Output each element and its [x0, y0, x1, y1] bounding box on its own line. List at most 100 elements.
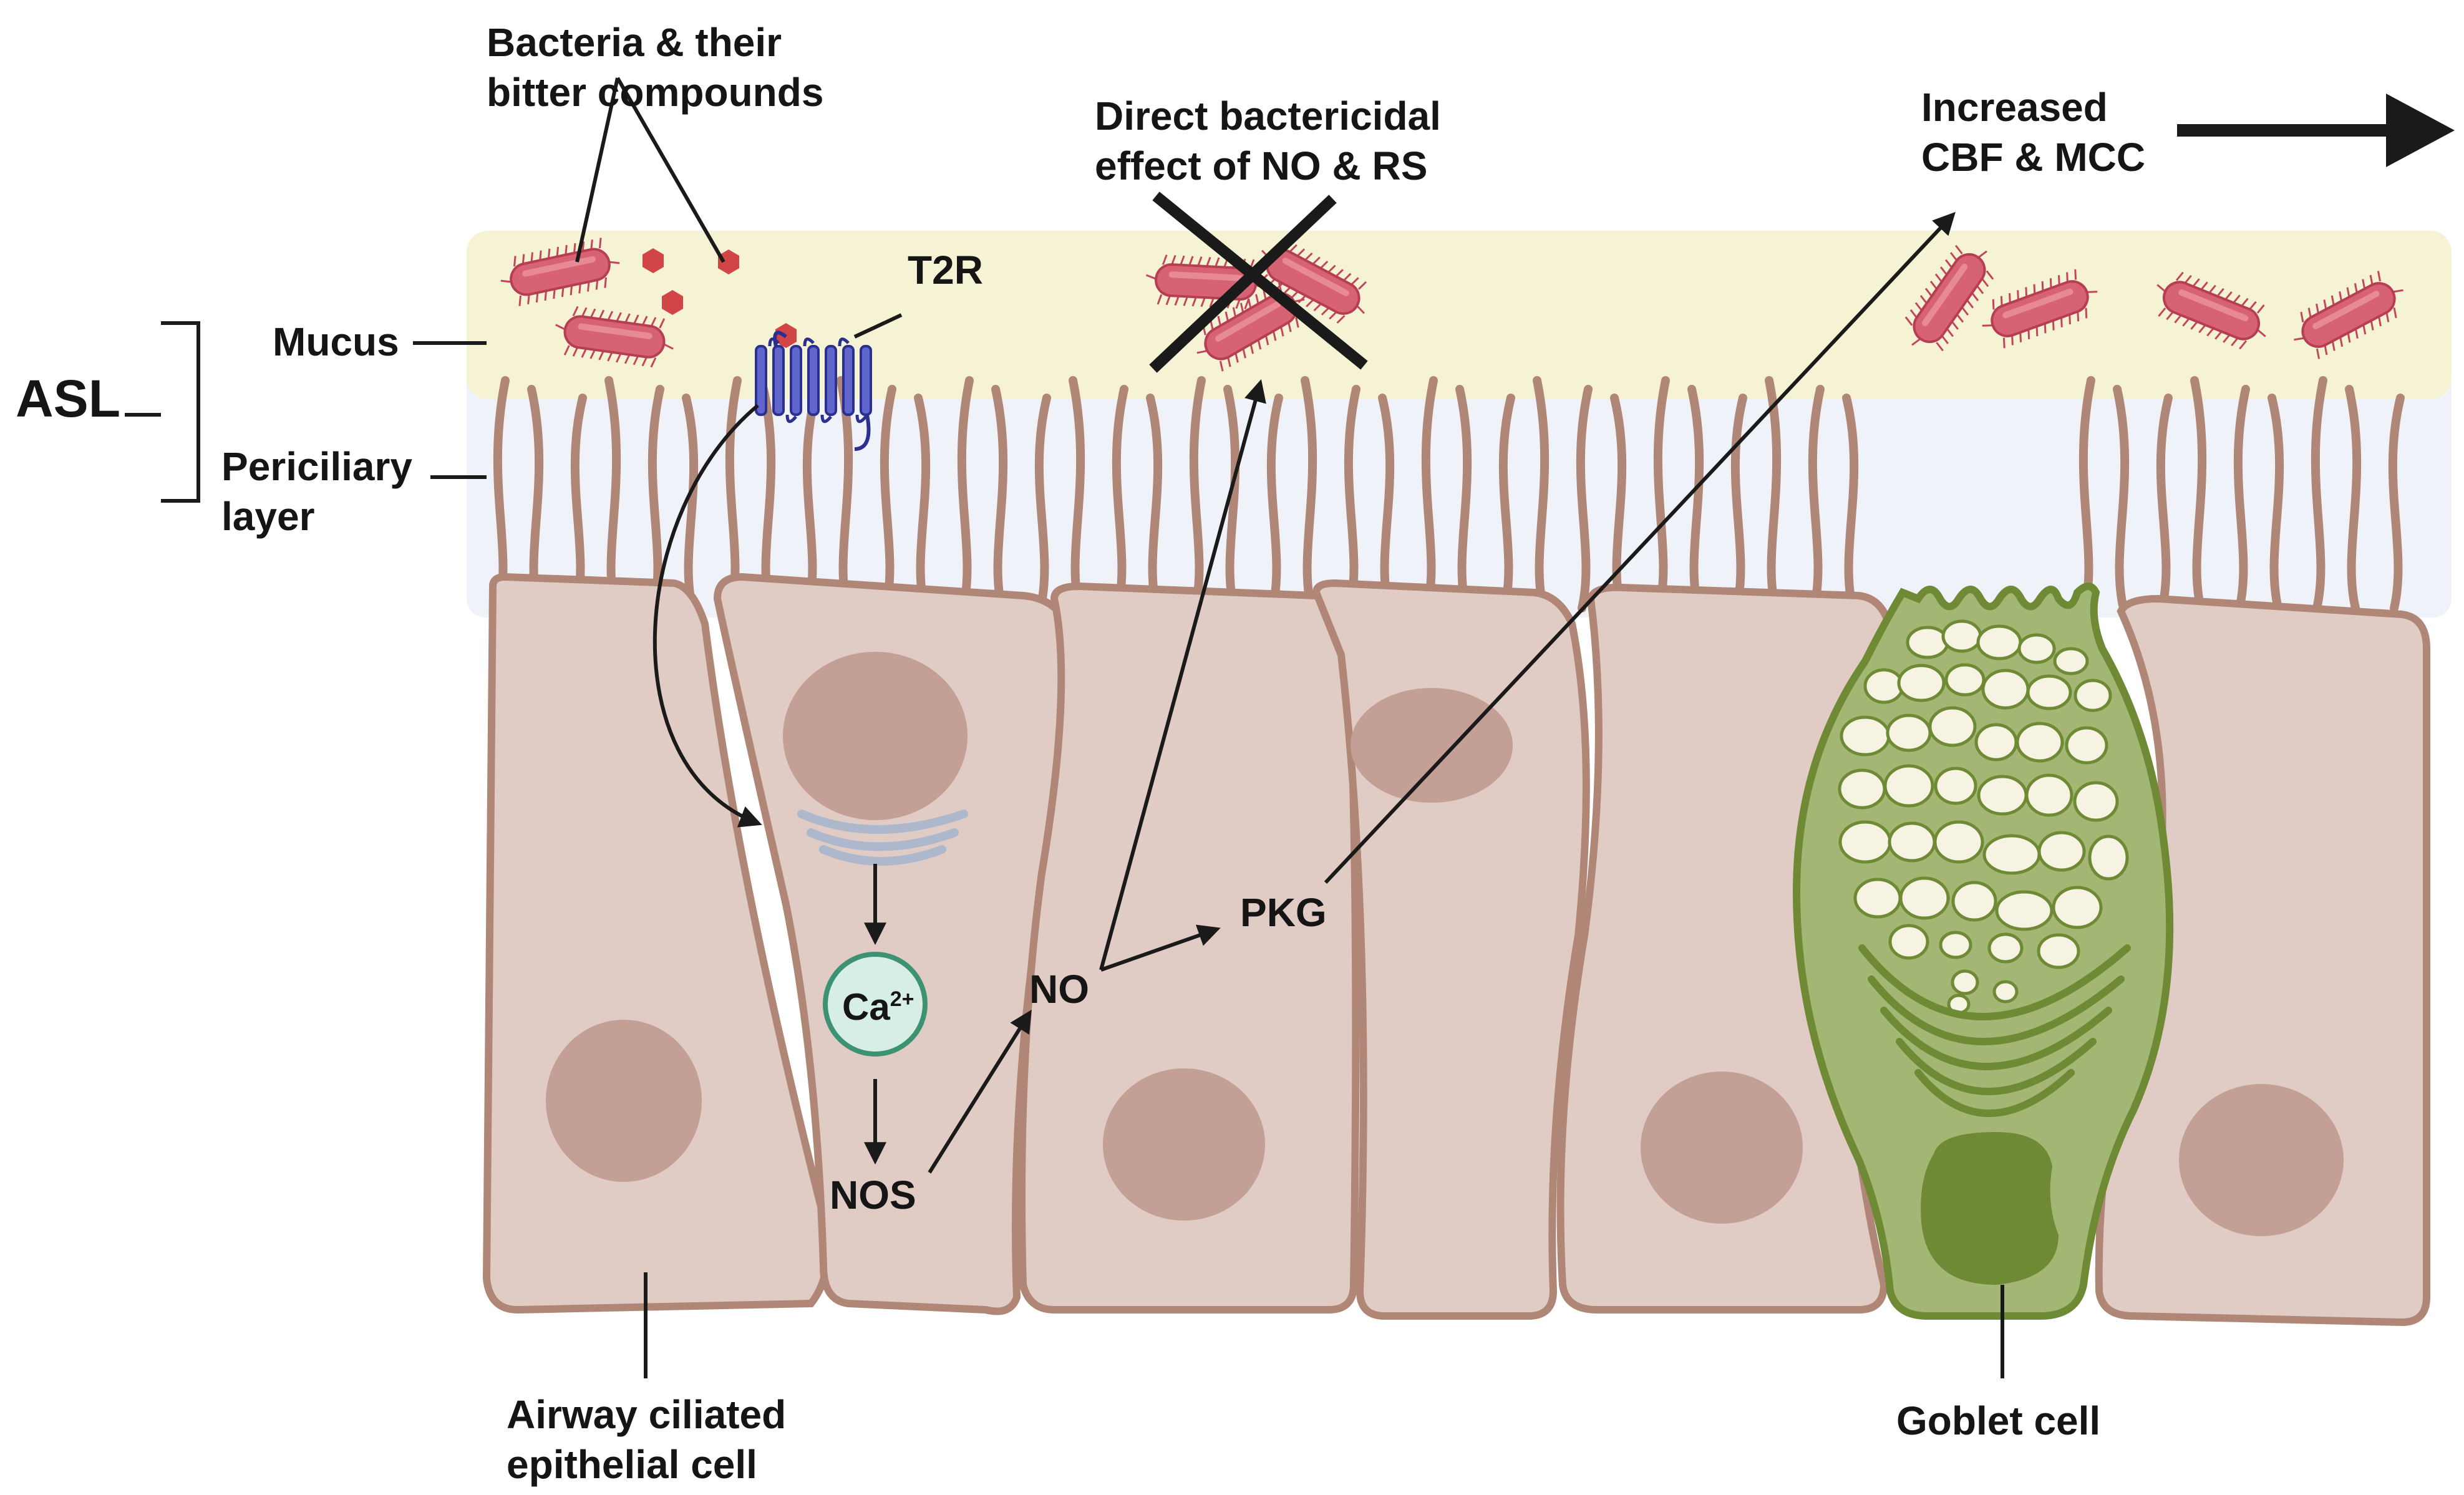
mucin-granule	[1838, 820, 1892, 864]
pkg-label: PKG	[1240, 890, 1327, 935]
cilium	[1533, 376, 1550, 612]
calcium-label-base: Ca	[842, 986, 890, 1028]
mucin-granule	[1951, 881, 1997, 922]
mucin-granule	[2017, 633, 2056, 664]
cilium	[1034, 394, 1051, 612]
no-label: NO	[1029, 967, 1089, 1012]
nucleus	[546, 1020, 702, 1182]
cilium	[1455, 385, 1472, 612]
mucin-granule	[2052, 886, 2103, 929]
arrow-no-to-bacteria	[1099, 379, 1266, 970]
goblet-er	[1858, 944, 2131, 1117]
mucin-granule	[1933, 820, 1984, 864]
increased-label-line2: CBF & MCC	[1921, 135, 2145, 180]
mucin-granule	[1939, 931, 1972, 959]
cilium	[2156, 394, 2173, 612]
asl-label: ASL	[16, 369, 120, 428]
mucin-granule	[1886, 714, 1932, 752]
cilium	[1653, 376, 1670, 612]
mucin-granule	[1977, 775, 2028, 816]
cilium	[1223, 385, 1240, 612]
mucin-granules	[1838, 619, 2129, 1015]
mucin-granule	[1995, 890, 2054, 931]
t2r-receptor-icon	[755, 331, 872, 451]
t2r-label: T2R	[908, 248, 983, 293]
mucin-granule	[2053, 647, 2089, 675]
direct-effect-label-line1: Direct bactericidal	[1095, 94, 1441, 138]
bacterium-icon	[1196, 281, 1305, 372]
cilium	[2190, 376, 2207, 612]
mucin-granule	[2037, 831, 2086, 872]
mucin-granule	[1853, 878, 1902, 919]
mucin-granule	[1934, 767, 1977, 805]
cilium	[2233, 385, 2250, 612]
nucleus	[1103, 1068, 1265, 1221]
epithelial-cell	[1018, 582, 1360, 1314]
mucin-granule	[2037, 933, 2080, 969]
arrow-no-to-pkg	[1100, 924, 1221, 972]
cilium	[1842, 394, 1859, 612]
epithelial-cell	[2095, 594, 2430, 1327]
cilium	[1146, 394, 1163, 612]
cilium	[957, 376, 974, 612]
cilium	[914, 394, 931, 612]
cilium	[682, 394, 699, 612]
mucin-granule	[1951, 969, 1979, 995]
epithelial-cell	[1556, 583, 1894, 1314]
bacterium-icon	[1904, 244, 1994, 352]
arrow-t2r-to-golgi	[652, 404, 762, 828]
arrow-pkg-to-cbf	[1324, 211, 1956, 884]
cilium	[1301, 376, 1317, 612]
bitter-compound-icon	[643, 248, 664, 273]
bacterium-icon	[555, 306, 674, 368]
nucleus	[783, 652, 968, 820]
mucin-granule	[1888, 924, 1929, 960]
mucin-granule	[1897, 664, 1946, 702]
bitter-compound-icon	[662, 290, 683, 315]
epithelium	[482, 573, 2430, 1327]
airway-cell-label-line2: epithelial cell	[507, 1442, 757, 1487]
cilium	[2311, 376, 2327, 612]
mucin-granule	[1883, 764, 1934, 808]
airway-cell-label-line1: Airway ciliated	[507, 1392, 786, 1437]
bacterium-icon	[2156, 271, 2266, 350]
calcium-ion-icon	[823, 952, 928, 1057]
mucin-granule	[1906, 626, 1949, 659]
nucleus	[1641, 1072, 1803, 1224]
bacterium-icon	[1259, 240, 1367, 324]
mucin-granule	[1928, 706, 1977, 747]
bacterium-icon	[2294, 271, 2403, 359]
mucin-granule	[1944, 663, 1986, 697]
goblet-cell-label: Goblet cell	[1896, 1398, 2100, 1443]
cross-icon	[1149, 191, 1368, 373]
mucin-granule	[2074, 679, 2112, 712]
calcium-label-superscript: 2+	[890, 987, 914, 1011]
nucleus	[2179, 1084, 2344, 1236]
cilium	[1498, 394, 1515, 612]
mucin-granule	[2088, 835, 2129, 881]
golgi-icon	[797, 810, 968, 866]
pathway-arrows	[652, 211, 1956, 1174]
cilium	[1266, 394, 1283, 612]
mucin-granule	[1982, 834, 2041, 875]
nos-label: NOS	[830, 1173, 916, 1217]
arrow-nos-to-no	[928, 1009, 1032, 1174]
cilium	[1687, 385, 1704, 612]
cilium	[2345, 385, 2362, 612]
direct-effect-label-line2: effect of NO & RS	[1095, 143, 1427, 188]
bacteria-label-line1: Bacteria & their	[487, 20, 782, 65]
mucin-granule	[2025, 773, 2074, 817]
mucin-granule	[2026, 674, 2072, 710]
mucin-granule	[1840, 715, 1891, 757]
mucin-granule	[1838, 768, 1886, 810]
cilium	[2268, 394, 2284, 612]
goblet-cell	[1792, 583, 2174, 1320]
goblet-cell-body	[1792, 583, 2174, 1320]
mucus-label: Mucus	[273, 319, 399, 364]
mucin-granule	[1863, 668, 1904, 704]
right-arrow-icon	[2177, 94, 2455, 167]
mucin-granule	[1976, 624, 2022, 660]
periciliary-label-line1: Periciliary	[221, 444, 412, 489]
calcium-label: Ca2+	[842, 986, 914, 1028]
mucin-granule	[2073, 781, 2119, 822]
